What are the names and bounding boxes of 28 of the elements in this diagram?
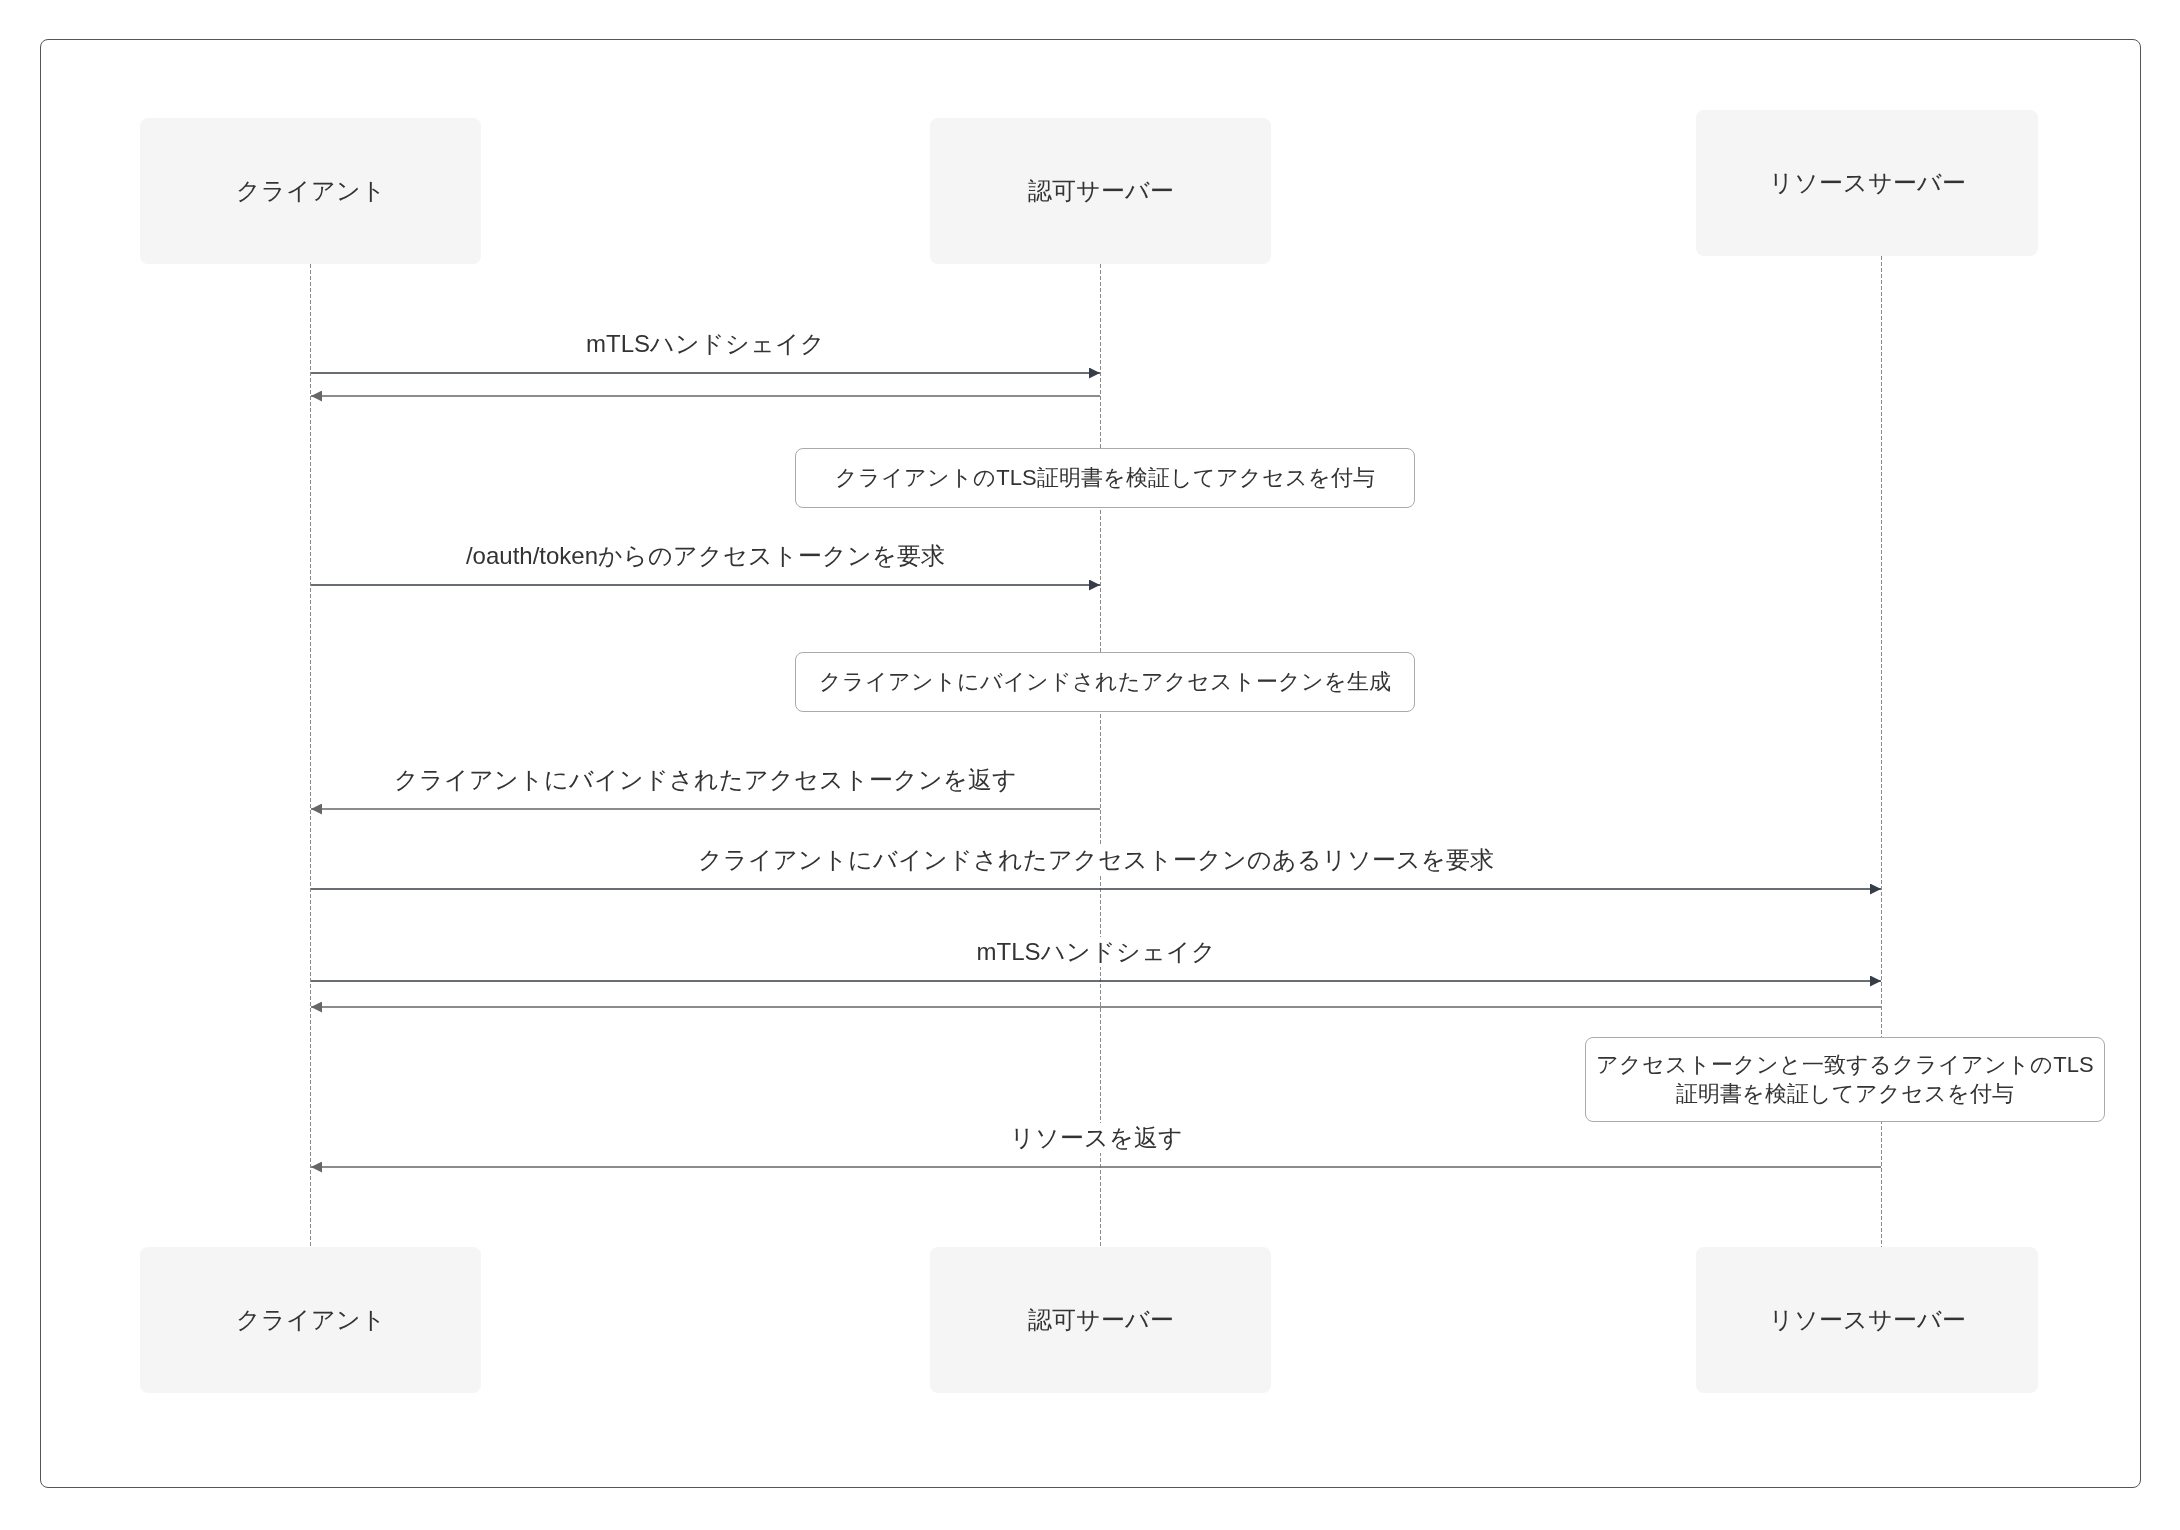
- lifeline: [1881, 256, 1882, 1247]
- participant-name: リソースサーバー: [1768, 168, 1966, 198]
- participant-name: 認可サーバー: [1027, 1305, 1174, 1335]
- message-arrow: [310, 975, 1882, 987]
- message-arrow: [310, 579, 1101, 591]
- message-arrow: [310, 1161, 1882, 1173]
- note-box: [795, 652, 1415, 712]
- note-box: [1585, 1037, 2105, 1122]
- participant-box: [1696, 110, 2038, 256]
- participant-name: クライアント: [235, 176, 386, 206]
- participant-box: [140, 118, 481, 264]
- lifeline: [310, 264, 311, 1247]
- note-text: クライアントのTLS証明書を検証してアクセスを付与: [835, 463, 1375, 492]
- message-arrow: [310, 1001, 1882, 1013]
- participant-name: リソースサーバー: [1768, 1305, 1966, 1335]
- message-arrow: [310, 803, 1101, 815]
- participant-box: [140, 1247, 481, 1393]
- participant-name: クライアント: [235, 1305, 386, 1335]
- note-box: [795, 448, 1415, 508]
- message-arrow: [310, 883, 1882, 895]
- participant-box: [930, 118, 1271, 264]
- message-arrow: [310, 367, 1101, 379]
- note-text: アクセストークンと一致するクライアントのTLS証明書を検証してアクセスを付与: [1595, 1050, 2095, 1108]
- participant-box: [1696, 1247, 2038, 1393]
- participant-box: [930, 1247, 1271, 1393]
- note-text: クライアントにバインドされたアクセストークンを生成: [819, 667, 1391, 696]
- message-arrow: [310, 390, 1101, 402]
- participant-name: 認可サーバー: [1027, 176, 1174, 206]
